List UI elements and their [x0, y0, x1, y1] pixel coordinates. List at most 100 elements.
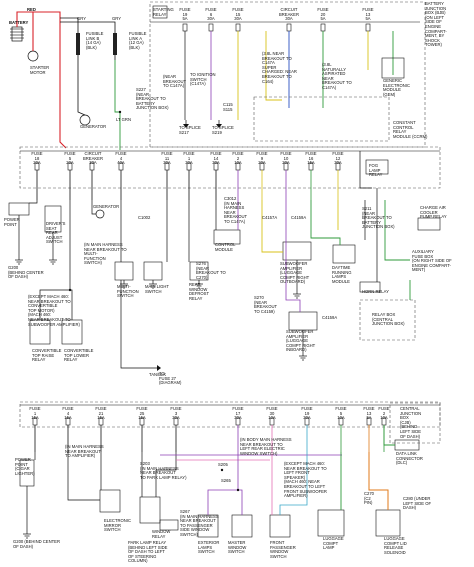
power-point-cigar-label: POWER POINT (CIGAR LIGHTER) — [15, 457, 35, 476]
subwoofer-inboard-label: SUBWOOFER AMPLIFIER (LUGGAGE COMPT RIGHT… — [286, 329, 316, 353]
fuse-2-row2: FUSE 2 10A — [378, 406, 390, 421]
aux-fuse-box-label: AUXILIARY FUSE BOX (ON RIGHT SIDE OF ENG… — [412, 249, 452, 273]
battery-junction-box-label: BATTERY JUNCTION BOX (BJB) (ON LEFT SIDE… — [425, 1, 447, 48]
fuse-panel-row1-boundary — [19, 146, 441, 189]
bjb-fuse — [320, 23, 326, 32]
bjb-fuse — [365, 23, 371, 32]
near-breakout-mfs: (IN MAIN HARNESS NEAR BREAKOUT TO MULTI-… — [84, 242, 127, 266]
park-lamp-relay-box — [139, 496, 161, 524]
convertible-raise-label: CONVERTIBLE TOP RAISE RELAY — [32, 348, 62, 363]
master-wire — [238, 489, 243, 515]
fog-lamp-relay-box — [365, 159, 389, 175]
wire-label-gry: GRY — [77, 16, 86, 21]
fuse-11: FUSE 11 30A — [161, 151, 173, 166]
c101-note: (IN MAIN HARNESS NEAR BREAKOUT TO AMPLIF… — [65, 444, 104, 459]
front-passenger-switch-label: FRONT PASSENGER WINDOW SWITCH — [270, 540, 296, 559]
fuse-5: FUSE 5 20A — [64, 151, 76, 166]
gem-box — [381, 57, 405, 79]
starter-label: STARTER MOTOR — [30, 65, 50, 75]
bjb-fuse — [235, 23, 241, 32]
fog-lamp-relay-label: FOG LAMP RELAY — [369, 163, 383, 178]
fuse-17: FUSE 17 30A — [232, 406, 244, 421]
fp-wire-2 — [279, 452, 308, 515]
control-module-box — [213, 229, 241, 245]
wire-label-gry-2: GRY — [112, 16, 121, 21]
wire-label-tan-blk: TAN/BLK — [149, 372, 167, 377]
drl-module-label: DAYTIME RUNNING LAMPS MODULE — [332, 265, 352, 284]
drl-wire — [310, 200, 341, 245]
sub-in-wire — [285, 200, 301, 312]
lug-release-wire — [368, 452, 389, 510]
exterior-lamps-switch-label: EXTERIOR LAMPS SWITCH — [198, 540, 220, 555]
arrow-s219 — [216, 124, 222, 128]
bjb-fuse — [182, 23, 188, 32]
park-lamp-relay-label: PARK LAMP RELAY (BEHIND LEFT SIDE OF DAS… — [128, 540, 168, 564]
except-mach-note: (EXCEPT MACH 460: NEAR BREAKOUT TO CONVE… — [28, 294, 80, 327]
supercharged-note: (3.8L NEAR BREAKOUT TO C147A SUPER CHARG… — [262, 51, 297, 84]
fuse-19-top: FUSE 19 5A — [179, 7, 191, 22]
ccrm-label: CONSTANT CONTROL RELAY MODULE (CCRM) — [393, 120, 428, 139]
main-light-switch-label: MAIN LIGHT SWITCH — [145, 284, 169, 294]
gen-row1-wire — [91, 200, 96, 215]
luggage-release-box — [375, 509, 401, 537]
c270-label: C270 (C2 PIN) — [364, 491, 375, 506]
convertible-lower-label: CONVERTIBLE TOP LOWER RELAY — [64, 348, 94, 363]
pp-wire — [29, 200, 38, 204]
arrow-fuse27 — [157, 365, 161, 371]
battery-red-wire — [16, 11, 67, 149]
horn-relay-label: HORN RELAY — [362, 289, 389, 294]
luggage-release-label: LUGGAGE COMPT LID RELEASE SOLENOID — [384, 536, 407, 555]
c4159a-label-2: C4159A — [322, 315, 338, 320]
s265-label: S265 — [221, 478, 231, 483]
s227-label: S227 (NEAR BREAKOUT TO BATTERY JUNCTION … — [136, 87, 169, 111]
fuse-30: FUSE 30 10A — [266, 406, 278, 421]
starting-relay-box — [152, 5, 168, 19]
horn-relay-box — [359, 281, 381, 293]
c4157a-label: C4157A — [262, 215, 278, 220]
ignition-switch-label: TO IGNITION SWITCH (C147A) — [190, 72, 216, 87]
main-light-switch — [143, 261, 163, 281]
subwoofer-outboard-box — [282, 241, 312, 261]
fuse-14: FUSE 14 30A — [210, 151, 222, 166]
plr-wire-2 — [155, 452, 177, 497]
circuit-breaker-row1: CIRCUIT BREAKER 30A — [82, 151, 103, 166]
fuse-6-top: FUSE 6 30A — [205, 7, 217, 22]
wire-label-lt-grn: LT GRN — [116, 117, 131, 122]
splice-conv — [68, 288, 72, 292]
fuse-5-row2: FUSE 5 10A — [335, 406, 347, 421]
c4159a-label: C4159A — [291, 215, 307, 220]
c1002-label: C1002 — [138, 215, 151, 220]
subwoofer-outboard-label: SUBWOOFER AMPLIFIER (LUGGAGE COMPT RIGHT… — [280, 261, 310, 285]
master-window-switch-label: MASTER WINDOW SWITCH — [228, 540, 247, 555]
fusible-link-b-label: FUSIBLE LINK B (14 GA) (BLK) — [86, 31, 104, 50]
g200-label: G200 (BEHIND CENTER OF DASH) — [8, 265, 44, 280]
dlc-wire — [383, 425, 395, 446]
wire-label-red: RED — [27, 7, 36, 12]
ext-wire — [207, 452, 239, 515]
naturally-aspirated-note: (3.8L NATURALLY ASPIRATED NEAR BREAKOUT … — [322, 62, 352, 90]
relay-box-label: RELAY BOX (CENTRAL JUNCTION BOX) — [372, 312, 405, 327]
to-splice-s219: TO SPLICE S219 — [212, 125, 234, 135]
gem-label: GENERIC ELECTRONIC MODULE (GEM) — [383, 78, 410, 97]
ccrm-boundary — [253, 96, 390, 142]
gen-wire — [77, 60, 86, 116]
battery-label: BATTERY — [9, 20, 29, 25]
near-breakout-tc-label: (NEAR BREAKOUT TO C147A) — [163, 74, 187, 89]
fuse-15-top: FUSE 15 30A — [232, 7, 244, 22]
s276-label: S276 (NEAR BREAKOUT TO C270) — [196, 261, 226, 280]
s227-splice — [118, 110, 122, 114]
s270-label: S270 (NEAR BREAKOUT TO C4159) — [254, 295, 278, 314]
window-relay-label: WINDOW RELAY — [152, 529, 171, 539]
sub-out-wire — [261, 200, 283, 253]
control-module-label: CONTROL MODULE — [215, 242, 236, 252]
c115-label: C115 S115 — [223, 102, 233, 112]
luggage-compt-lamp-label: LUGGAGE COMPT LAMP — [323, 536, 344, 551]
window-relay-box — [159, 519, 179, 531]
master-window-switch-box — [231, 514, 253, 538]
wire-yellow-2 — [265, 31, 282, 101]
fuse-13-top: FUSE 13 5A — [362, 7, 374, 22]
driver-seat-label: DRIVER'S SEAT REAR ADJUST SWITCH — [46, 221, 66, 245]
conv-raise-wire — [39, 200, 71, 320]
